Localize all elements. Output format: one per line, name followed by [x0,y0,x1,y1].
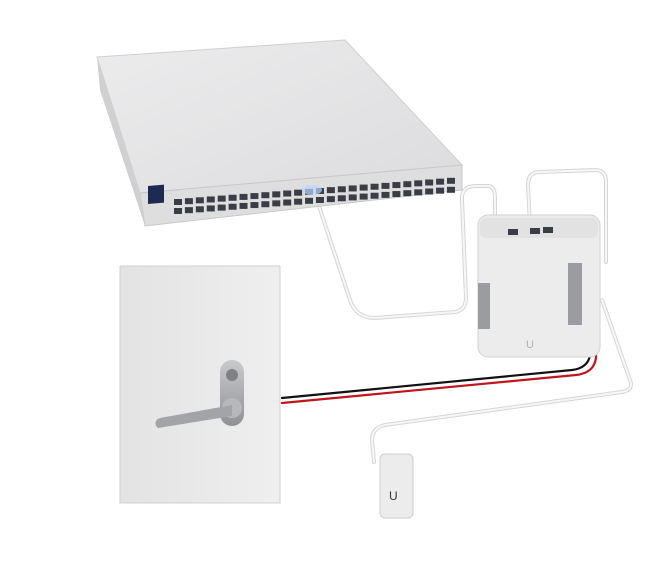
uplink-cable [310,183,497,320]
switch-port [392,191,401,198]
switch-port [239,202,248,209]
switch-port [414,180,423,187]
switch-port [381,191,390,198]
hub-logo-icon: U [526,339,534,351]
hub-port [543,227,553,233]
door-with-lever-lock [119,265,281,504]
switch-port [359,193,368,200]
hub-terminal-left [478,283,490,329]
switch-port [184,198,193,205]
lever-handle [155,405,232,428]
hub-port [508,229,518,235]
switch-port [184,207,193,214]
switch-port [414,189,423,196]
door-panel [119,265,281,504]
hub-port [530,228,540,234]
switch-port [294,198,303,205]
reader-logo-icon: U [389,489,398,503]
switch-port [283,190,292,197]
switch-port [370,192,379,199]
switch-port [337,186,346,193]
access-hub: U [477,214,601,358]
switch-port [425,179,434,186]
switch-port [447,186,455,193]
switch-port [174,199,182,205]
switch-port [206,205,215,212]
network-switch [96,39,464,227]
switch-port [305,197,314,204]
port-glow [302,185,322,195]
switch-port [381,182,390,189]
switch-port [315,196,324,203]
switch-port [326,196,335,203]
switch-port [436,187,445,194]
switch-port [272,200,281,207]
switch-port [348,185,357,192]
switch-port [195,197,204,204]
access-reader: U [379,453,414,519]
switch-port [436,178,445,185]
switch-port [294,189,303,196]
switch-port [337,195,346,202]
switch-port [359,184,368,191]
switch-port [228,203,237,210]
switch-display [148,184,164,205]
switch-port [217,204,226,211]
switch-port [447,177,455,184]
switch-port [239,193,248,200]
switch-port [195,206,204,213]
switch-port [403,181,412,188]
switch-port [261,192,270,199]
switch-port [174,208,182,214]
switch-port [206,196,215,203]
switch-port [217,195,226,202]
switch-port [403,190,412,197]
switch-port [250,193,259,200]
switch-port [370,183,379,190]
hub-terminal-right [568,263,582,325]
switch-port [272,191,281,198]
switch-port [261,201,270,208]
switch-port [283,199,292,206]
switch-port [326,187,335,194]
switch-port [348,194,357,201]
switch-port [392,182,401,189]
switch-port [425,188,434,195]
switch-port [228,194,237,201]
switch-port [250,202,259,209]
